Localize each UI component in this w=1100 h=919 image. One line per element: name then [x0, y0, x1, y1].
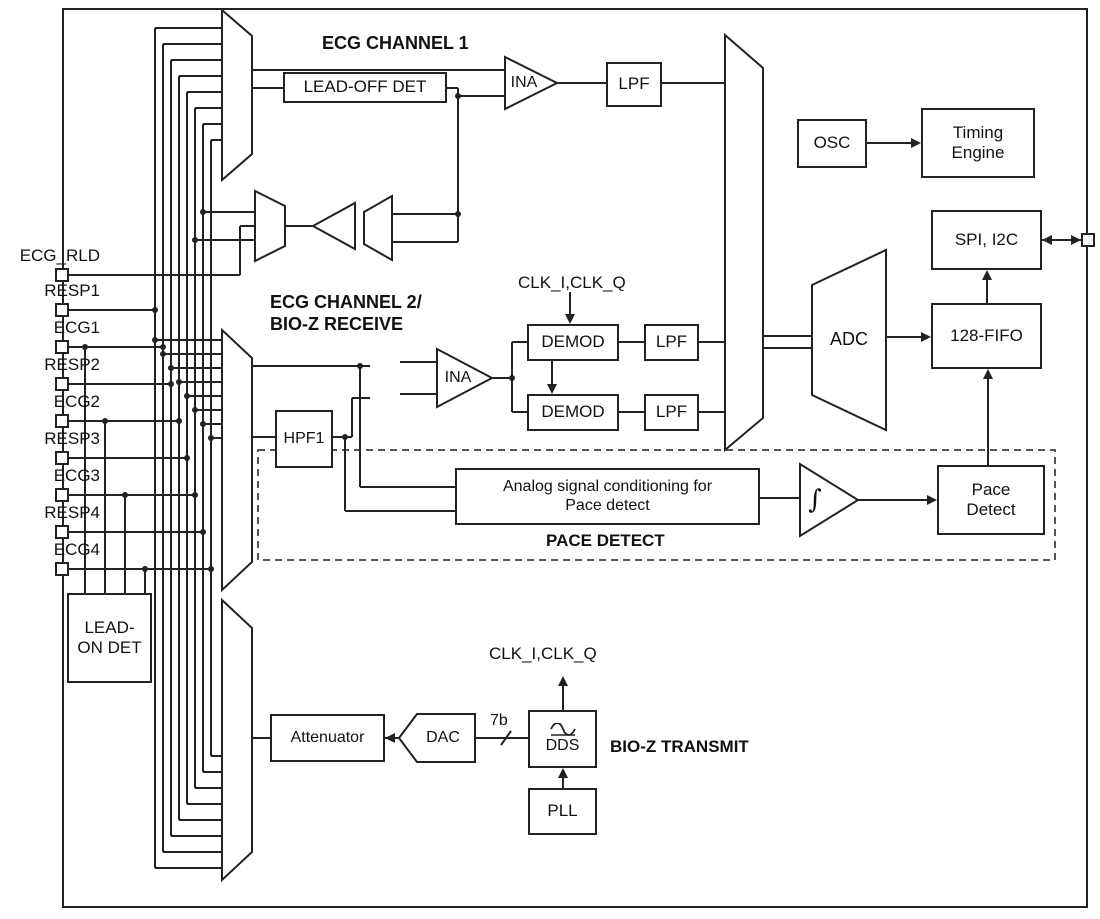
osc-block: OSC [797, 119, 867, 168]
pin-label-ecg3: ECG3 [53, 466, 100, 485]
lpf-top-block: LPF [606, 62, 662, 107]
lpf-mid1-block: LPF [644, 324, 699, 361]
ina2-amp [436, 347, 495, 409]
pin-label-ecg2: ECG2 [53, 392, 100, 411]
input-mux-ecg1 [221, 7, 253, 183]
clk-label-top: CLK_I,CLK_Q [518, 273, 626, 292]
arrow-pll-to-dds [558, 768, 568, 778]
pace-comparator [799, 462, 860, 538]
pin-ecg1 [55, 340, 69, 354]
input-mux-bioz-tx [221, 597, 253, 883]
sine-icon [549, 722, 576, 736]
section-title-ecg-channel-1: ECG CHANNEL 1 [322, 33, 469, 53]
ina2-label: INA [444, 369, 472, 386]
rld-input-mux [363, 194, 393, 262]
demod1-block: DEMOD [527, 324, 619, 361]
pin-resp3 [55, 451, 69, 465]
section-title-pace-detect: PACE DETECT [546, 531, 665, 550]
pin-label-resp4: RESP4 [44, 503, 100, 522]
arrowheads [385, 138, 1081, 778]
pin-label-ecg-rld: ECG_RLD [19, 246, 100, 265]
dds-block: DDS [528, 710, 597, 768]
arrow-clk-to-demod [565, 314, 575, 324]
lpf-mid2-block: LPF [644, 394, 699, 431]
dac-label: DAC [426, 729, 460, 746]
arrow-comp-to-pace [927, 495, 937, 505]
comparator-glyph: ∫ [808, 485, 822, 515]
timing-engine-block: Timing Engine [921, 108, 1035, 178]
adc-shape [811, 248, 887, 432]
arrow-adc-to-fifo [921, 332, 931, 342]
pin-label-resp1: RESP1 [44, 281, 100, 300]
input-mux-ecg2 [221, 327, 253, 593]
arrow-demod-to-demod [547, 384, 557, 394]
dac-shape [397, 713, 476, 763]
pace-detect-region [257, 449, 1056, 561]
wires [62, 27, 1081, 869]
pin-spi-i2c [1081, 233, 1095, 247]
section-title-bioz-transmit: BIO-Z TRANSMIT [610, 737, 749, 756]
adc-input-mux [724, 32, 764, 453]
clk-label-bottom: CLK_I,CLK_Q [489, 644, 597, 663]
arrow-pace-to-fifo [983, 369, 993, 379]
ina1-label: INA [510, 74, 538, 91]
pin-label-resp2: RESP2 [44, 355, 100, 374]
pin-ecg3 [55, 488, 69, 502]
lead-off-det-block: LEAD-OFF DET [283, 72, 447, 103]
pace-conditioning-block: Analog signal conditioning for Pace dete… [455, 468, 760, 525]
adc-label: ADC [829, 328, 868, 349]
section-title-ecg-channel-2: ECG CHANNEL 2/ [270, 292, 422, 312]
arrow-spi-to-pin [1071, 235, 1081, 245]
pin-ecg-rld [55, 268, 69, 282]
arrow-pin-to-spi [1042, 235, 1052, 245]
arrow-fifo-to-spi [982, 270, 992, 280]
pll-block: PLL [528, 788, 597, 835]
hpf1-block: HPF1 [275, 410, 333, 468]
pin-resp2 [55, 377, 69, 391]
pin-ecg2 [55, 414, 69, 428]
arrow-osc-to-timing [911, 138, 921, 148]
shapes [221, 7, 887, 883]
ina1-amp [504, 55, 560, 111]
pin-ecg4 [55, 562, 69, 576]
demod2-block: DEMOD [527, 394, 619, 431]
rld-buffer-amp [310, 201, 356, 251]
pace-detect-block: Pace Detect [937, 465, 1045, 535]
pin-label-ecg1: ECG1 [53, 318, 100, 337]
spi-i2c-block: SPI, I2C [931, 210, 1042, 270]
pin-label-resp3: RESP3 [44, 429, 100, 448]
pin-resp4 [55, 525, 69, 539]
pin-label-ecg4: ECG4 [53, 540, 100, 559]
junction-dots [82, 93, 515, 572]
rld-output-mux [254, 189, 286, 263]
arrow-dac-to-attenuator [385, 733, 395, 743]
attenuator-block: Attenuator [270, 714, 385, 762]
fifo-block: 128-FIFO [931, 303, 1042, 369]
bus-width-label: 7b [490, 712, 508, 729]
arrow-dds-to-clk [558, 676, 568, 686]
section-title-bioz-receive: BIO-Z RECEIVE [270, 314, 404, 334]
lead-on-det-block: LEAD- ON DET [67, 593, 152, 683]
pin-resp1 [55, 303, 69, 317]
